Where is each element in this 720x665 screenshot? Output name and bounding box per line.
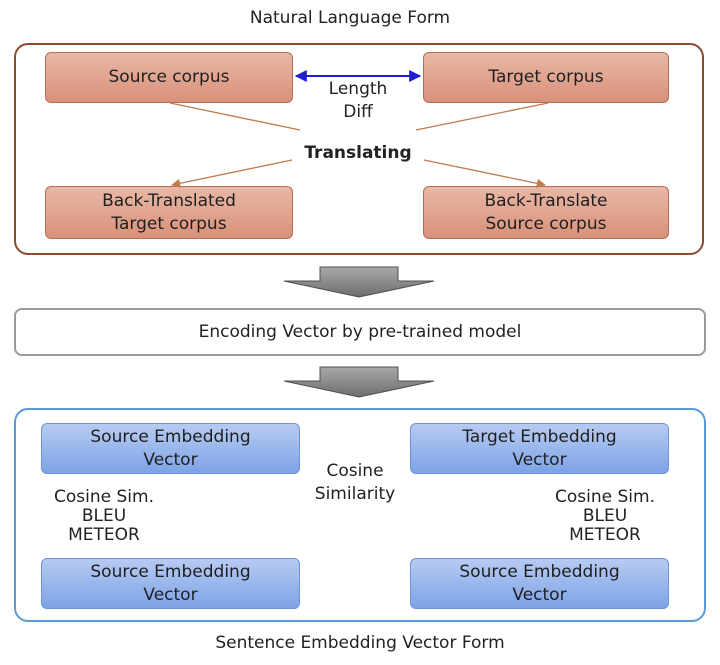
- target-corpus-label: Target corpus: [488, 67, 604, 87]
- source-to-translating-line: [169, 102, 301, 131]
- source-embedding-top-line2: Vector: [143, 449, 198, 470]
- translating-label: Translating: [304, 143, 412, 163]
- back-translate-line1: Back-Translate: [484, 190, 608, 211]
- right-metric-cosine: Cosine Sim.: [555, 487, 655, 507]
- back-translated-line2: Target corpus: [111, 213, 227, 234]
- natural-language-form-title: Natural Language Form: [249, 8, 451, 28]
- big-down-arrow-2: [283, 366, 435, 398]
- encoding-vector-box: Encoding Vector by pre-trained model: [14, 308, 706, 356]
- translating-to-back-target-arrow: [171, 159, 293, 188]
- back-translated-line1: Back-Translated: [102, 190, 236, 211]
- source-embedding-bottom-left-box: Source Embedding Vector: [41, 558, 300, 609]
- source-embedding-bl-line1: Source Embedding: [90, 561, 251, 582]
- back-translate-line2: Source corpus: [485, 213, 607, 234]
- source-embedding-br-line1: Source Embedding: [459, 561, 620, 582]
- source-embedding-bl-line2: Vector: [143, 584, 198, 605]
- source-corpus-label: Source corpus: [108, 67, 230, 87]
- target-corpus-box: Target corpus: [423, 52, 669, 103]
- left-metric-meteor: METEOR: [68, 525, 140, 545]
- back-translated-target-box: Back-Translated Target corpus: [45, 186, 293, 239]
- source-embedding-top-line1: Source Embedding: [90, 426, 251, 447]
- source-embedding-br-line2: Vector: [512, 584, 567, 605]
- length-diff-label-line1: Length: [328, 79, 388, 99]
- translating-to-back-source-arrow: [423, 159, 546, 188]
- source-embedding-bottom-right-box: Source Embedding Vector: [410, 558, 669, 609]
- cosine-similarity-label-line1: Cosine: [326, 461, 384, 481]
- left-metric-cosine: Cosine Sim.: [54, 487, 154, 507]
- target-embedding-line2: Vector: [512, 449, 567, 470]
- right-metric-meteor: METEOR: [569, 525, 641, 545]
- cosine-similarity-label-line2: Similarity: [314, 484, 396, 504]
- target-embedding-box: Target Embedding Vector: [410, 423, 669, 474]
- back-translate-source-box: Back-Translate Source corpus: [423, 186, 669, 239]
- target-to-translating-line: [415, 102, 549, 131]
- source-embedding-top-box: Source Embedding Vector: [41, 423, 300, 474]
- right-metric-bleu: BLEU: [582, 506, 628, 526]
- encoding-vector-label: Encoding Vector by pre-trained model: [198, 322, 522, 342]
- target-embedding-line1: Target Embedding: [462, 426, 617, 447]
- sentence-embedding-form-title: Sentence Embedding Vector Form: [215, 633, 505, 653]
- source-corpus-box: Source corpus: [45, 52, 293, 103]
- length-diff-label-line2: Diff: [343, 102, 373, 122]
- big-down-arrow-1: [283, 266, 435, 298]
- left-metric-bleu: BLEU: [81, 506, 127, 526]
